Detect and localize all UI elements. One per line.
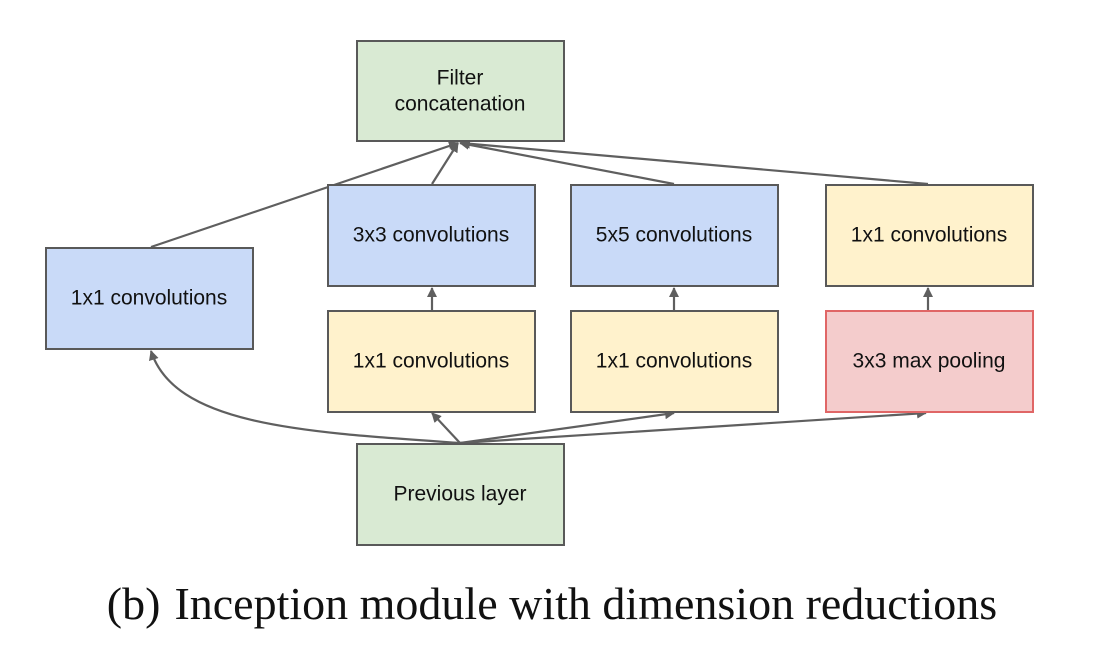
- node-1x1-convolutions-left: 1x1 convolutions: [45, 247, 254, 350]
- figure-caption: (b) Inception module with dimension reduc…: [0, 572, 1104, 636]
- node-label: 1x1 convolutions: [851, 224, 1007, 247]
- node-5x5-convolutions: 5x5 convolutions: [570, 184, 779, 287]
- edges: [149, 138, 933, 445]
- node-label: 3x3 convolutions: [353, 224, 509, 247]
- edge-previous-to-1x1-left: [149, 350, 461, 445]
- edge-previous-to-maxpool: [459, 408, 927, 445]
- node-3x3-max-pooling: 3x3 max pooling: [825, 310, 1034, 413]
- figure-caption-text: Inception module with dimension reductio…: [174, 578, 998, 629]
- node-3x3-convolutions: 3x3 convolutions: [327, 184, 536, 287]
- node-label: 5x5 convolutions: [596, 224, 752, 247]
- node-label: 1x1 convolutions: [596, 350, 752, 373]
- node-previous-layer: Previous layer: [356, 443, 565, 546]
- edge-1x1-left-to-concat: [150, 141, 459, 249]
- node-label: Previous layer: [393, 483, 526, 506]
- edge-previous-to-1x1-reduce-5x5: [459, 409, 675, 445]
- node-label: concatenation: [395, 93, 526, 116]
- node-label: 1x1 convolutions: [353, 350, 509, 373]
- node-1x1-convolutions-reduce-3x3: 1x1 convolutions: [327, 310, 536, 413]
- node-label: Filter: [437, 67, 484, 90]
- node-1x1-convolutions-pool-projection: 1x1 convolutions: [825, 184, 1034, 287]
- edge-previous-to-1x1-reduce-3x3: [431, 412, 461, 444]
- node-label: 1x1 convolutions: [71, 287, 227, 310]
- node-label: 3x3 max pooling: [853, 350, 1006, 373]
- edge-1x1-proj-to-concat: [460, 138, 929, 186]
- edge-3x3-to-concat: [431, 142, 459, 185]
- node-1x1-convolutions-reduce-5x5: 1x1 convolutions: [570, 310, 779, 413]
- edge-5x5-to-concat: [459, 139, 675, 186]
- node-filter-concatenation: Filter concatenation: [356, 40, 565, 142]
- figure-caption-tag: (b): [106, 578, 161, 629]
